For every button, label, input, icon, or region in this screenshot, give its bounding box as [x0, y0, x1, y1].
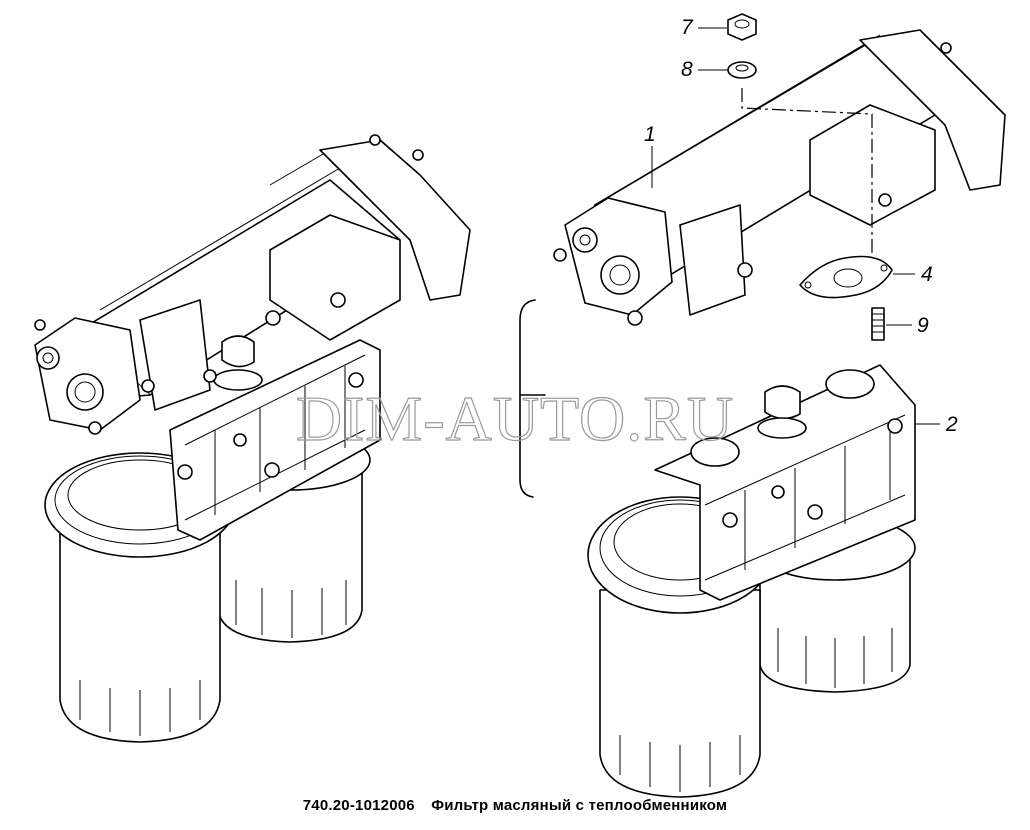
heat-exchanger-body	[34, 134, 471, 435]
nut-part	[727, 13, 757, 41]
stud-part	[871, 307, 885, 341]
callout-label: 7	[681, 16, 694, 39]
washer-part	[727, 61, 757, 79]
exploded-view-bracket	[519, 299, 536, 498]
callout-label: 9	[917, 314, 929, 337]
callout-8: 8	[681, 58, 728, 81]
callout-label: 1	[644, 123, 656, 146]
filter-housing-frame	[169, 339, 381, 541]
figure-caption: 740.20-1012006 Фильтр масляный с теплооб…	[0, 797, 1030, 814]
callout-1: 1	[644, 123, 656, 188]
gasket-part	[799, 255, 893, 299]
callout-4: 4	[893, 263, 933, 286]
callout-label: 4	[921, 263, 933, 286]
watermark: DIM-AUTO.RU	[296, 383, 734, 454]
callout-label: 2	[945, 413, 958, 436]
part-number: 740.20-1012006	[302, 797, 415, 814]
heat-exchanger-exploded	[553, 29, 1006, 326]
figure-title: Фильтр масляный с теплообменником	[431, 797, 728, 814]
callout-7: 7	[681, 16, 727, 39]
callout-9: 9	[886, 314, 929, 337]
assembled-filter-unit	[34, 134, 471, 743]
filter-unit-exploded	[587, 364, 916, 798]
callout-2: 2	[915, 413, 958, 436]
callout-label: 8	[681, 58, 693, 81]
assembly-centerline	[741, 88, 873, 265]
